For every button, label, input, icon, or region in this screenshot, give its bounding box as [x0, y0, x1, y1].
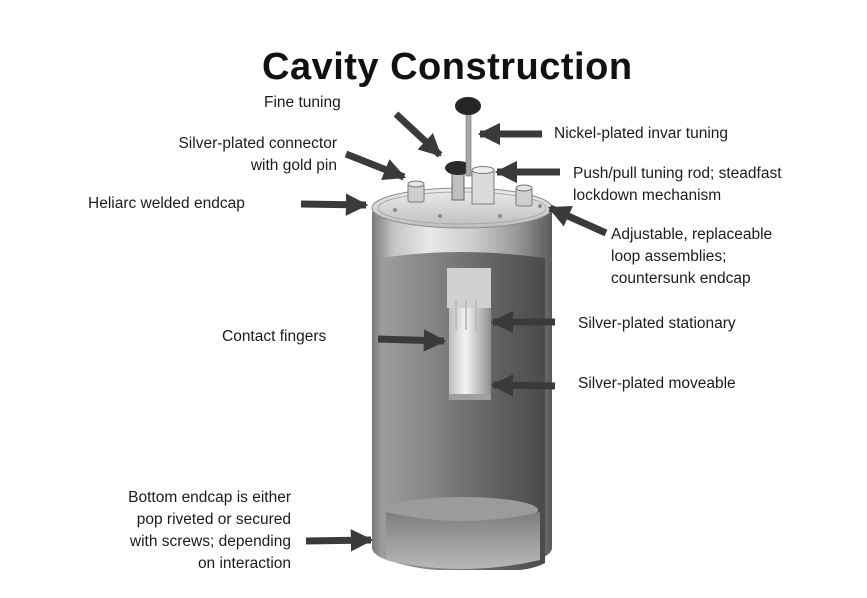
label-line: pop riveted or secured	[136, 511, 291, 528]
label-push-pull: Push/pull tuning rod; steadfast lockdown…	[573, 163, 782, 207]
label-line: lockdown mechanism	[573, 187, 722, 204]
arrow-fine-tuning	[393, 111, 443, 158]
label-loop: Adjustable, replaceable loop assemblies;…	[611, 224, 772, 290]
label-stationary: Silver-plated stationary	[578, 315, 736, 332]
label-heliarc: Heliarc welded endcap	[88, 195, 245, 212]
label-line: Silver-plated connector	[178, 135, 337, 152]
label-bottom-endcap: Bottom endcap is either pop riveted or s…	[128, 487, 291, 575]
arrow-moveable	[490, 374, 556, 397]
arrow-connector	[344, 150, 407, 181]
label-line: on interaction	[197, 555, 291, 572]
label-line: countersunk endcap	[611, 270, 751, 287]
label-contact-fingers: Contact fingers	[222, 328, 327, 345]
bottom-ring	[386, 497, 538, 523]
label-line: Adjustable, replaceable	[611, 226, 773, 243]
label-moveable: Silver-plated moveable	[578, 375, 736, 392]
callout-arrows	[300, 111, 608, 552]
arrow-bottom	[305, 529, 374, 552]
label-line: with gold pin	[250, 157, 337, 174]
arrow-contact	[377, 329, 447, 352]
fine-tuning-knob	[445, 161, 471, 175]
invar-tuning-knob	[455, 97, 481, 115]
label-line: Bottom endcap is either	[128, 489, 291, 506]
arrow-heliarc	[300, 193, 369, 216]
label-line: Push/pull tuning rod; steadfast	[573, 165, 782, 182]
label-nickel: Nickel-plated invar tuning	[554, 125, 729, 142]
center-probe	[447, 268, 491, 400]
label-connector: Silver-plated connector with gold pin	[178, 133, 337, 177]
page-title: Cavity Construction	[262, 46, 633, 88]
arrow-loop	[547, 204, 608, 237]
label-line: loop assemblies;	[611, 248, 727, 265]
label-line: with screws; depending	[129, 533, 291, 550]
label-fine-tuning: Fine tuning	[264, 94, 341, 111]
top-hardware	[393, 97, 542, 218]
